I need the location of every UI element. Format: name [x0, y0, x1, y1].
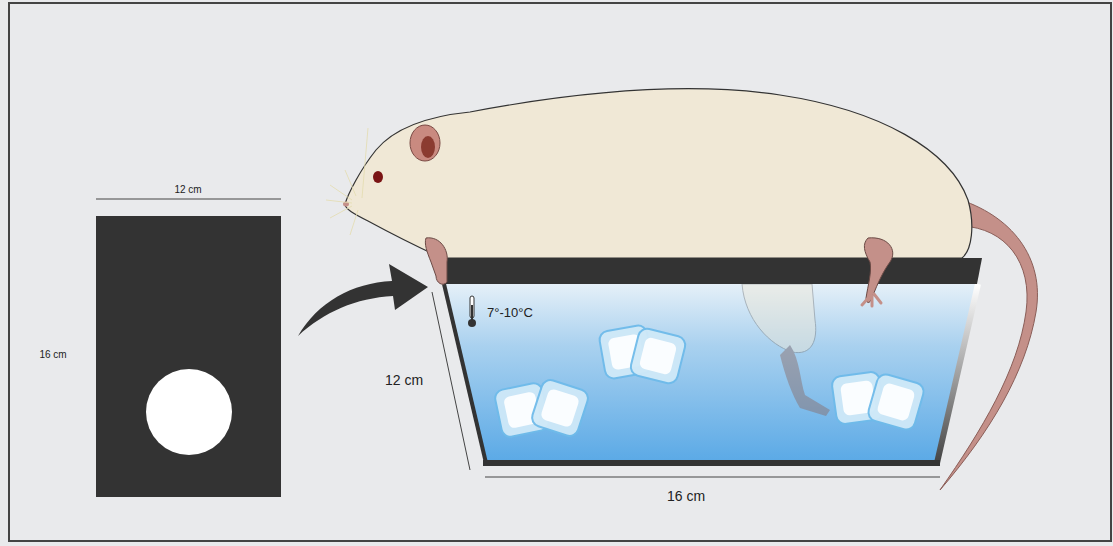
rat-body: [345, 89, 972, 258]
ice-cube: [530, 378, 590, 438]
rat-ear-inner: [421, 136, 435, 158]
front-paw: [425, 238, 447, 284]
dimension-label: 12 cm: [385, 373, 423, 387]
dimension-line: [96, 199, 281, 200]
submerged-leg: [742, 284, 830, 416]
container-wall: [937, 284, 978, 463]
dimension-line: [432, 292, 470, 470]
hind-paw: [864, 238, 892, 303]
dimension-label: 16 cm: [39, 350, 66, 360]
container-rim: [440, 258, 982, 284]
thermometer: [468, 296, 476, 327]
rat-ear: [410, 125, 440, 161]
ice-cubes: [494, 324, 926, 438]
ice-water: [445, 283, 977, 463]
platform-card: [96, 216, 281, 497]
rat-eye: [373, 171, 383, 183]
curved-arrow: [298, 264, 428, 336]
frame: [9, 3, 1111, 541]
container-wall: [444, 284, 486, 463]
dimension-label: 16 cm: [667, 489, 705, 503]
dimension-label: 12 cm: [174, 185, 201, 195]
dimension-line: [485, 477, 940, 478]
ice-cube: [629, 327, 687, 385]
hind-toes: [862, 294, 881, 306]
container-bottom: [483, 460, 940, 466]
whiskers: [326, 128, 368, 235]
temperature-label: 7°-10°C: [487, 306, 533, 319]
card-hole: [146, 369, 232, 455]
ice-cube: [866, 372, 925, 431]
